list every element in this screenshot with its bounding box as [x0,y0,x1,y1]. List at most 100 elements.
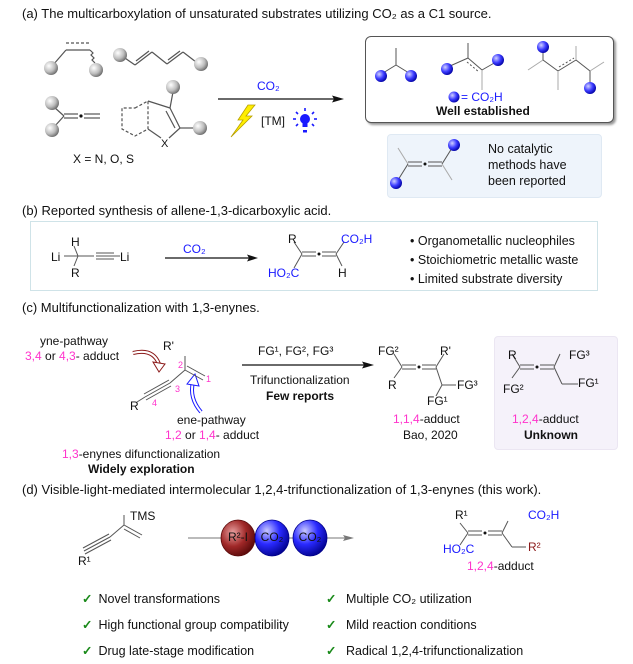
feature-item: ✓Drug late-stage modification [82,638,289,664]
allene-dicarboxylic-structure [390,139,460,189]
no-catalytic-line-2: methods have [488,158,567,172]
section-b-label: (b) [22,203,38,218]
bullet-text: Stoichiometric metallic waste [417,253,579,267]
bullet-item: • Organometallic nucleophiles [410,234,575,248]
co2h-legend-text: = CO₂H [461,90,503,104]
yne-adduct-or: or [41,349,60,363]
section-d-title: Visible-light-mediated intermolecular 1,… [41,482,542,497]
atom-h: H [338,266,347,280]
substituent-ball [193,121,207,135]
product-114-label: 1,1,4-adduct [393,412,460,426]
features-left-list: ✓Novel transformations ✓High functional … [82,586,289,664]
unknown-label: Unknown [524,428,578,442]
feature-item: ✓ Radical 1,2,4-trifunctionalization [326,638,523,664]
atom-fg2: FG² [378,344,399,358]
enyne-substrate-d [82,515,143,555]
atom-fg2: FG² [503,382,524,396]
bead-r2i-label: R²-I [228,530,248,544]
substituent-ball [45,96,59,110]
light-bulb-icon [293,108,317,133]
features-right-list: ✓ Multiple CO₂ utilization ✓ Mild reacti… [326,586,523,664]
no-catalytic-line-1: No catalytic [488,142,553,156]
substituent-ball [44,61,58,75]
feature-item: ✓ Mild reaction conditions [326,612,523,638]
co2h-text: CO₂H [341,232,373,246]
label-tail: -adduct [538,412,579,426]
check-icon: ✓ [326,644,337,658]
atom-fg3: FG³ [457,378,478,392]
difunc-tail: -enynes difunctionalization [78,447,221,461]
atom-co2h: CO₂H [528,508,560,522]
co2h-ball [584,82,596,94]
co2h-ball [375,70,387,82]
check-icon: ✓ [326,618,337,632]
co2h-ball [390,177,402,189]
section-c-title: Multifunctionalization with 1,3-enynes. [40,300,260,315]
feature-item: ✓Novel transformations [82,586,289,612]
atom-ho2c: HO₂C [443,542,475,556]
co2h-ball [405,70,417,82]
heteroatom-x: X [161,138,169,150]
allene-diacid-product-b [293,241,345,269]
product-d-label: 1,2,4-adduct [467,559,534,573]
atom-fg1: FG¹ [578,376,599,390]
bead-co2-1 [254,519,290,557]
section-a-header: (a) The multicarboxylation of unsaturate… [22,6,491,21]
co2h-ball [537,41,549,53]
atom-r: R [288,232,297,246]
no-catalytic-line-3: been reported [488,174,566,188]
bead-co2-2 [292,519,328,557]
reference-label: Bao, 2020 [403,428,458,442]
lightning-bolt-icon [230,104,256,138]
feature-text: Mild reaction conditions [345,618,477,632]
bead-co2-label: CO₂ [260,530,284,544]
dilithium-reactant [64,245,120,267]
label-tail: -adduct [493,559,534,573]
no-catalytic-box [387,134,602,198]
bullet-item: • Limited substrate diversity [410,272,563,286]
atom-r1: R¹ [455,508,468,522]
ene-adduct-or: or [181,428,200,442]
co2h-ball [492,54,504,66]
atom-fg3: FG³ [569,348,590,362]
atom-r: R [388,378,397,392]
reaction-arrow-c [242,361,374,369]
reagent-co2-a: CO₂ [257,79,280,93]
position-2: 2 [178,360,184,370]
allene-structure [53,106,100,128]
trifunctionalization-label: Trifunctionalization [250,373,350,387]
product-124-structure [511,353,578,385]
substituent-ball [194,57,208,71]
atom-r-prime: R' [440,344,451,358]
co2h-legend-ball [448,91,460,103]
alkene-structure [52,42,96,66]
atom-ho2c: HO₂C [268,266,300,280]
check-icon: ✓ [326,592,337,606]
substituent-ball [45,123,59,137]
feature-text: Novel transformations [98,592,221,606]
check-icon: ✓ [82,644,93,658]
atom-h: H [71,235,80,249]
label-positions: 1,1,4 [393,412,420,426]
well-established-label: Well established [436,104,530,118]
bullet-text: Organometallic nucleophiles [417,234,575,248]
atom-r: R [130,399,139,413]
product-124-label: 1,2,4-adduct [512,412,579,426]
atom-r: R [71,266,80,280]
ene-adduct-b: 1,4 [199,428,216,442]
atom-li-left: Li [51,250,61,264]
atom-tms: TMS [130,509,156,523]
feature-text: Radical 1,2,4-trifunctionalization [345,644,524,658]
few-reports-label: Few reports [266,389,335,403]
co2h-ball [448,139,460,151]
substituent-ball [89,63,103,77]
position-3: 3 [175,384,181,394]
established-structures [375,41,605,94]
unknown-product-box [494,336,618,450]
check-icon: ✓ [82,618,93,632]
difunc-positions: 1,3 [62,447,79,461]
section-c-label: (c) [22,300,38,315]
feature-text: High functional group compatibility [98,618,289,632]
widely-exploration-label: Widely exploration [88,462,195,476]
yne-adduct-tail: - adduct [75,349,120,363]
